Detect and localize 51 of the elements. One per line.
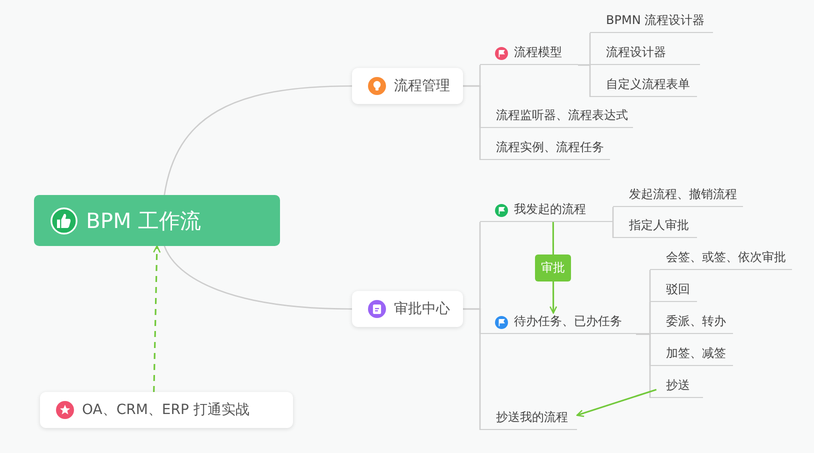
topic-card <box>40 392 293 428</box>
topic-label: 指定人审批 <box>629 217 689 234</box>
topic-label: 审批中心 <box>394 300 450 318</box>
underlined-topic <box>480 409 577 430</box>
branch-line <box>164 85 352 196</box>
underlined-topic <box>590 44 700 65</box>
branch-line <box>463 85 481 161</box>
branch-line <box>612 206 614 222</box>
underlined-topic <box>650 313 733 334</box>
topic-label: 流程模型 <box>514 44 562 61</box>
underlined-topic <box>480 107 633 128</box>
branch-line <box>463 308 481 431</box>
topic-label: 流程实例、流程任务 <box>496 139 604 156</box>
underlined-topic <box>480 44 578 65</box>
underlined-topic <box>650 281 697 302</box>
topic-label: 抄送我的流程 <box>496 409 568 426</box>
underlined-topic <box>650 345 733 366</box>
underlined-topic <box>590 76 697 97</box>
topic-label: BPM 工作流 <box>86 208 201 234</box>
topic-label: 抄送 <box>666 377 690 394</box>
topic-label: 流程设计器 <box>606 44 666 61</box>
underlined-topic <box>480 139 610 160</box>
topic-label: 自定义流程表单 <box>606 76 690 93</box>
arrow <box>153 245 161 392</box>
topic-label: 委派、转办 <box>666 313 726 330</box>
arrow <box>576 388 657 418</box>
central-topic <box>34 195 280 246</box>
topic-card <box>352 68 463 104</box>
topic-label: 流程管理 <box>394 77 450 95</box>
topic-label: 待办任务、已办任务 <box>514 313 622 330</box>
topic-label: 加签、减签 <box>666 345 726 362</box>
underlined-topic <box>590 12 713 33</box>
topic-label: BPMN 流程设计器 <box>606 12 705 29</box>
underlined-topic <box>613 186 743 207</box>
topic-card <box>352 291 463 327</box>
branch-line <box>636 333 651 399</box>
underlined-topic <box>650 249 792 270</box>
topic-label: 会签、或签、依次审批 <box>666 249 786 266</box>
underlined-topic <box>480 313 636 334</box>
branch-line <box>578 64 591 98</box>
topic-label: 流程监听器、流程表达式 <box>496 107 628 124</box>
topic-label: 我发起的流程 <box>514 201 586 218</box>
underlined-topic <box>613 217 697 238</box>
topic-label: 发起流程、撤销流程 <box>629 186 737 203</box>
branch-line <box>164 246 352 310</box>
underlined-topic <box>650 377 703 398</box>
topic-label: OA、CRM、ERP 打通实战 <box>82 401 250 419</box>
edge-label: 审批 <box>535 254 572 281</box>
underlined-topic <box>480 201 613 222</box>
branch-line <box>612 222 614 239</box>
topic-label: 驳回 <box>666 281 690 298</box>
